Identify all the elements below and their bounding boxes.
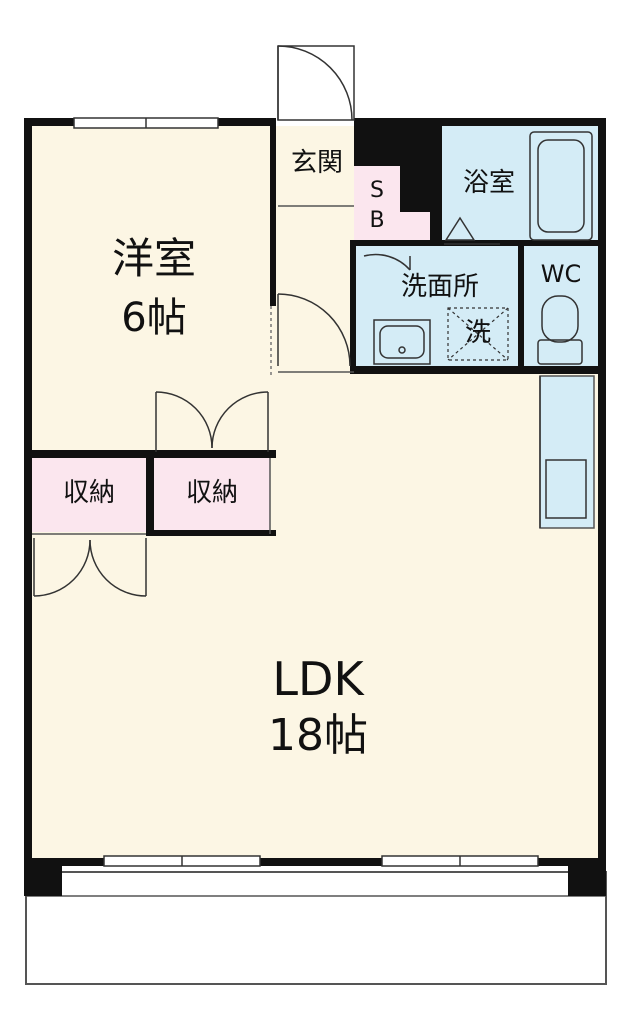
wash-basin (373, 319, 431, 365)
wall-wc-left (518, 242, 524, 374)
window-top-left (73, 117, 219, 129)
balcony (25, 871, 607, 985)
entrance-inner-door (277, 293, 351, 367)
storage-left-label: 収納 (62, 478, 115, 508)
storage-right-floor (154, 458, 270, 532)
western-room-size: 6帖 (121, 295, 187, 341)
washroom-label: 洗面所 (400, 272, 479, 302)
washer-label: 洗 (464, 318, 491, 348)
pillar-bottom-right (568, 858, 606, 896)
wall-western-right (270, 126, 276, 306)
ldk-size: 18帖 (268, 710, 368, 761)
washer-pan (447, 307, 509, 361)
toilet-label: WC (540, 260, 582, 288)
shoebox-label-s: S (370, 178, 384, 203)
wall-bottom (24, 858, 606, 866)
bathtub (529, 131, 593, 241)
front-door (277, 45, 355, 121)
wall-left (24, 118, 32, 872)
storage-right-label: 収納 (185, 478, 238, 508)
wall-top-right (354, 118, 606, 126)
toilet (537, 295, 583, 365)
pink-niche (400, 212, 432, 244)
wall-storage-bottom (154, 530, 276, 536)
ldk-name: LDK (272, 652, 364, 706)
storage-left-doors (33, 538, 147, 597)
window-bottom-right (381, 855, 539, 867)
washroom-floor (354, 246, 520, 368)
kitchen-sink (545, 459, 587, 519)
bath-drain-triangle (444, 216, 476, 241)
western-room-name: 洋室 (111, 234, 196, 283)
bath-label: 浴室 (462, 168, 515, 198)
window-bottom-left (103, 855, 261, 867)
toilet-floor (524, 246, 598, 368)
wall-storage-divider (146, 450, 154, 536)
pillar-bottom-left (24, 858, 62, 896)
wall-washroom-left (350, 242, 356, 374)
shoebox-floor (354, 166, 400, 242)
western-closet-doors (155, 391, 269, 452)
washroom-door (363, 253, 411, 271)
wall-wet-top (350, 240, 598, 246)
ldk-floor (32, 372, 598, 862)
shoebox-label-b: B (369, 208, 385, 233)
kitchen-counter (539, 375, 595, 529)
bath-floor (440, 126, 598, 244)
wall-right (598, 118, 606, 872)
storage-left-floor (32, 458, 146, 532)
entrance-label: 玄関 (290, 148, 343, 178)
wall-core-pillar-right (430, 118, 442, 246)
wall-wet-bottom (350, 366, 598, 374)
